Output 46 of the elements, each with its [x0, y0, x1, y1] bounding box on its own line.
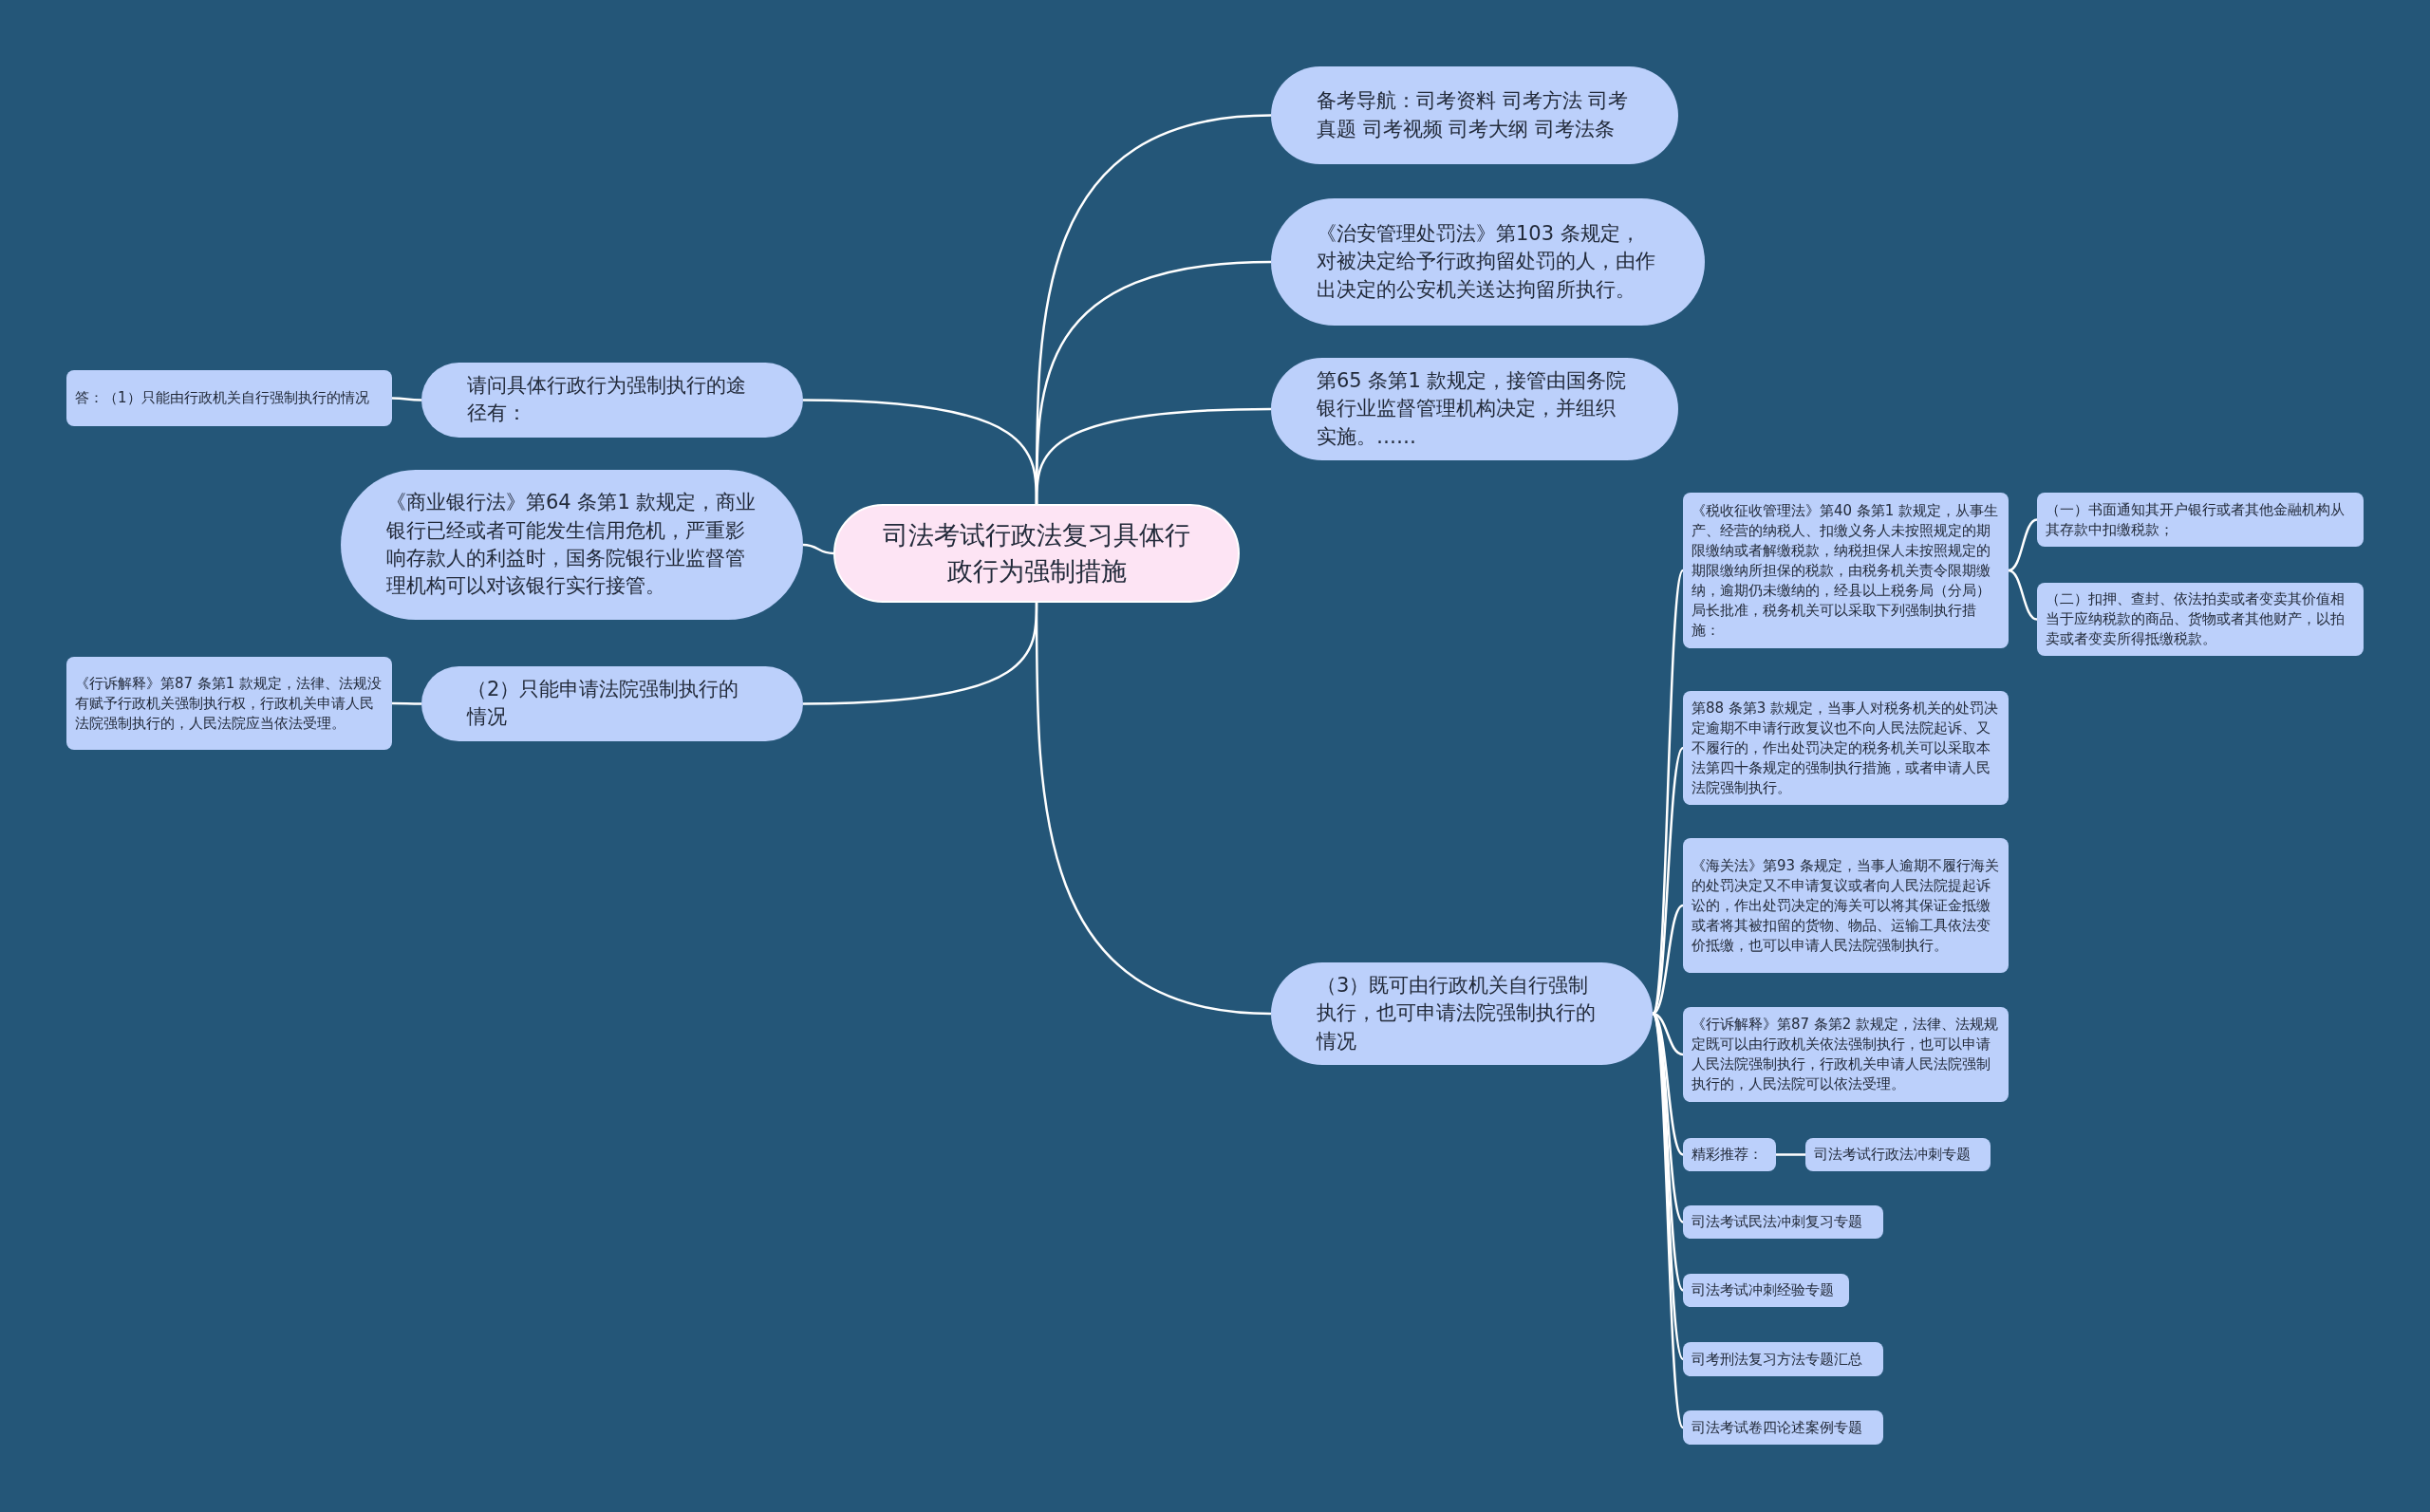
node-text: 精彩推荐： — [1692, 1145, 1763, 1165]
note-card — [2037, 583, 2364, 656]
node-text: （二）扣押、查封、依法拍卖或者变卖其价值相当于应纳税款的商品、货物或者其他财产，以拍卖或者变卖所得抵缴税款。 — [2046, 589, 2346, 649]
connector-line — [1651, 747, 1685, 1015]
node-text: （2）只能申请法院强制执行的情况 — [467, 677, 740, 731]
node-text: 司法考试行政法复习具体行政行为强制措施 — [882, 519, 1191, 588]
note-card — [1805, 1138, 1991, 1171]
node-text: 《商业银行法》第64 条第1 款规定，商业银行已经或者可能发生信用危机，严重影响存款人的利益时，国务院银行业监督管理机构可以对该银行实行接管。 — [386, 490, 757, 600]
note-card — [1683, 1410, 1883, 1445]
node-text: （一）书面通知其开户银行或者其他金融机构从其存款中扣缴税款； — [2046, 499, 2346, 540]
node-text: 答：（1）只能由行政机关自行强制执行的情况 — [75, 388, 369, 408]
note-card — [1683, 838, 2009, 973]
node-text: 《海关法》第93 条规定，当事人逾期不履行海关的处罚决定又不申请复议或者向人民法院提起诉讼的，作出处罚决定的海关可以将其保证金抵缴或者将其被扣留的货物、物品、运输工具依法变价抵缴，也可以申请人民法院强制执行。 — [1692, 855, 2000, 956]
node-text: 第88 条第3 款规定，当事人对税务机关的处罚决定逾期不申请行政复议也不向人民法院起诉、又不履行的，作出处罚决定的税务机关可以采取本法第四十条规定的强制执行措施，或者申请人民法院强制执行。 — [1692, 698, 2000, 798]
node-text: 备考导航：司考资料 司考方法 司考真题 司考视频 司考大纲 司考法条 — [1317, 88, 1630, 142]
node-text: 《行诉解释》第87 条第1 款规定，法律、法规没有赋予行政机关强制执行权，行政机关申请人民法院强制执行的，人民法院应当依法受理。 — [75, 673, 383, 734]
connector-line — [802, 543, 834, 555]
note-card — [1683, 1342, 1883, 1376]
node-text: 司考刑法复习方法专题汇总 — [1692, 1349, 1862, 1370]
node-text: 司法考试民法冲刺复习专题 — [1692, 1212, 1862, 1232]
connector-line — [1652, 904, 1684, 1016]
node-text: 第65 条第1 款规定，接管由国务院银行业监督管理机构决定，并组织实施。…… — [1317, 368, 1628, 450]
connector-line — [1651, 1013, 1685, 1428]
connector-line — [2008, 518, 2038, 572]
note-card — [1683, 1138, 1776, 1171]
node-text: 司法考试冲刺经验专题 — [1692, 1280, 1834, 1300]
note-card — [2037, 493, 2364, 547]
note-card — [1683, 1274, 1849, 1307]
note-card — [1683, 1007, 2009, 1102]
note-card — [1683, 691, 2009, 805]
connector-line — [2008, 569, 2038, 621]
node-text: 请问具体行政行为强制执行的途径有： — [467, 373, 747, 427]
connector-line — [802, 399, 1038, 504]
node-text: 《税收征收管理法》第40 条第1 款规定，从事生产、经营的纳税人、扣缴义务人未按照规定的期限缴纳或者解缴税款，纳税担保人未按照规定的期限缴纳所担保的税款，由税务机关责令限期缴纳，逾期仍未缴纳的，经县以上税务局（分局）局长批准，税务机关可以采取下列强制执行措施： — [1692, 500, 2000, 641]
note-card — [66, 370, 392, 426]
note-card — [66, 657, 392, 750]
node-text: 司法考试卷四论述案例专题 — [1692, 1417, 1862, 1438]
note-card — [1683, 1205, 1883, 1239]
connector-line — [392, 701, 421, 705]
connector-line — [1035, 603, 1272, 1016]
connector-line — [392, 397, 421, 401]
node-text: （3）既可由行政机关自行强制执行，也可申请法院强制执行的情况 — [1317, 973, 1597, 1055]
node-text: 《治安管理处罚法》第103 条规定，对被决定给予行政拘留处罚的人，由作出决定的公安机关送达拘留所执行。 — [1317, 220, 1656, 303]
node-text: 司法考试行政法冲刺专题 — [1814, 1145, 1971, 1165]
node-text: 《行诉解释》第87 条第2 款规定，法律、法规规定既可以由行政机关依法强制执行，也可以申请人民法院强制执行，行政机关申请人民法院强制执行的，人民法院可以依法受理。 — [1692, 1015, 2000, 1094]
connector-line — [1776, 1153, 1805, 1156]
